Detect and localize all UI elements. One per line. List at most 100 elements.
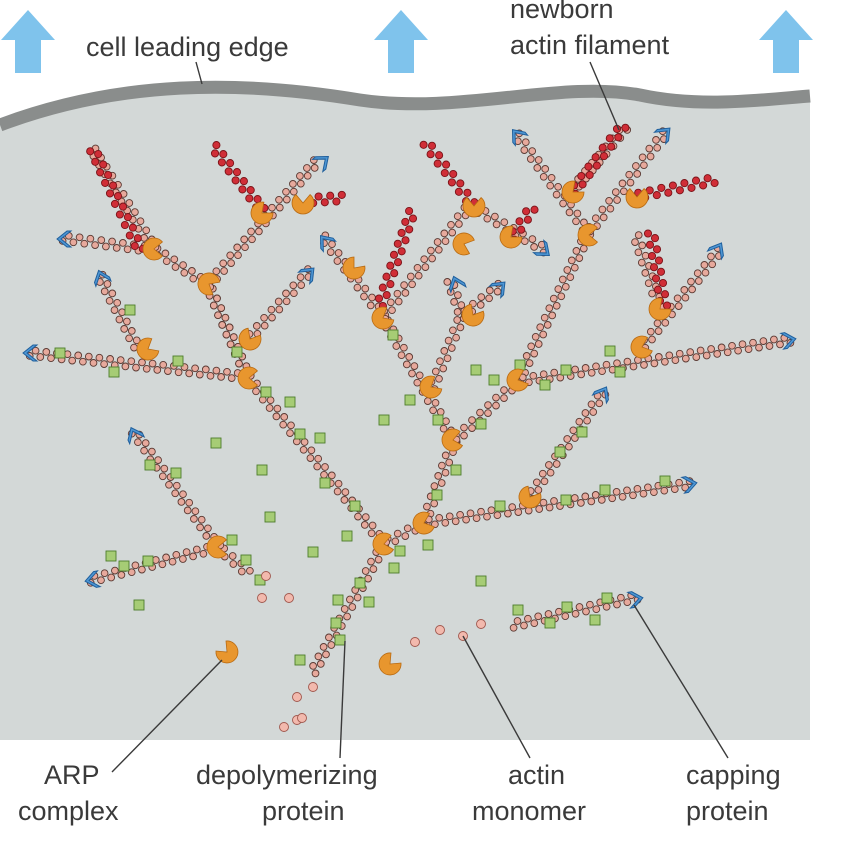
actin-subunit	[393, 239, 402, 248]
capping-protein-shape	[532, 239, 550, 257]
actin-subunit	[440, 168, 449, 178]
actin-subunit	[131, 561, 140, 570]
actin-subunit	[483, 214, 492, 223]
actin-subunit	[401, 236, 410, 245]
depolymerizing-protein	[231, 346, 243, 358]
arp-complex-icon	[238, 327, 262, 351]
depolymerizing-protein	[512, 604, 524, 616]
actin-subunit	[631, 238, 639, 246]
actin-subunit	[231, 176, 240, 185]
actin-subunit	[436, 357, 444, 366]
actin-subunit	[400, 343, 408, 352]
leader-leading-edge	[195, 61, 203, 85]
actin-subunit	[453, 212, 462, 221]
actin-monomer	[292, 692, 302, 702]
actin-subunit	[439, 364, 448, 373]
actin-subunit	[397, 228, 406, 237]
actin-subunit	[707, 345, 715, 353]
actin-subunit	[142, 364, 151, 373]
actin-subunit	[392, 342, 401, 350]
actin-subunit	[534, 156, 543, 164]
arp-complex-icon	[342, 256, 366, 280]
actin-subunit	[232, 168, 242, 177]
actin-subunit	[675, 349, 684, 358]
actin-subunit	[217, 373, 225, 381]
actin-subunit	[545, 503, 554, 512]
actin-subunit	[545, 461, 553, 469]
arp-complex-icon	[630, 335, 653, 359]
actin-subunit	[623, 598, 632, 607]
actin-subunit	[660, 486, 669, 495]
actin-subunit	[617, 593, 625, 602]
depolymerizing-protein	[576, 426, 588, 438]
actin-subunit	[138, 565, 146, 574]
actin-subunit	[540, 313, 549, 322]
actin-subunit	[226, 159, 235, 168]
capping-protein-shape	[84, 570, 102, 588]
depolymerizing-protein	[170, 467, 182, 479]
actin-subunit	[95, 353, 104, 362]
actin-subunit	[534, 486, 543, 494]
actin-subunit	[300, 438, 309, 446]
actin-subunit	[664, 188, 673, 197]
actin-subunit	[483, 512, 491, 521]
actin-subunit	[696, 346, 705, 355]
actin-subunit	[368, 521, 377, 530]
actin-subunit	[374, 294, 384, 303]
depolymerizing-protein	[142, 555, 154, 567]
actin-subunit	[436, 408, 445, 416]
depolymerizing-protein	[601, 592, 613, 604]
actin-subunit	[644, 483, 652, 492]
actin-subunit	[405, 206, 414, 216]
actin-subunit	[148, 447, 156, 456]
depolymerizing-protein	[108, 366, 120, 378]
actin-subunit	[681, 293, 690, 302]
actin-subunit	[227, 374, 236, 382]
capping-protein-shape	[591, 386, 609, 405]
actin-subunit	[413, 378, 422, 387]
actin-subunit	[703, 174, 712, 183]
actin-subunit	[267, 305, 276, 314]
actin-subunit	[311, 669, 320, 678]
newborn-actin-filament	[419, 140, 479, 207]
actin-subunit	[228, 552, 237, 560]
cell-interior	[0, 87, 810, 740]
actin-subunit	[561, 612, 570, 621]
actin-subunit	[105, 189, 115, 198]
actin-subunit	[428, 254, 436, 263]
actin-subunit	[634, 248, 643, 257]
actin-subunit	[544, 610, 553, 618]
actin-subunit	[529, 371, 538, 380]
depolymerizing-protein	[488, 374, 500, 386]
actin-subunit	[185, 369, 194, 378]
actin-subunit	[297, 281, 306, 289]
actin-subunit	[172, 550, 181, 559]
arp-complex-icon	[136, 337, 160, 361]
capping-protein-icon	[311, 155, 329, 173]
actin-subunit	[492, 401, 500, 410]
actin-subunit	[334, 479, 343, 488]
actin-subunit	[68, 356, 77, 365]
actin-subunit	[454, 291, 462, 299]
depolymerizing-protein	[319, 477, 331, 489]
capping-protein-icon	[488, 281, 506, 299]
actin-subunit	[692, 353, 701, 361]
depolymerizing-protein	[118, 560, 130, 572]
actin-subunit	[484, 401, 492, 409]
actin-subunit	[456, 510, 464, 519]
actin-subunit	[322, 650, 330, 659]
actin-subunit	[770, 335, 778, 344]
actin-subunit	[618, 179, 627, 188]
arp-complex-icon	[237, 366, 258, 390]
actin-subunit	[572, 217, 580, 226]
actin-subunit	[303, 164, 311, 172]
actin-subunit	[567, 256, 576, 265]
actin-subunit	[273, 404, 282, 413]
actin-subunit	[652, 245, 662, 254]
actin-subunit	[226, 251, 235, 260]
actin-subunit	[653, 285, 663, 294]
actin-monomer	[308, 682, 318, 692]
actin-subunit	[321, 463, 329, 471]
actin-subunit	[123, 245, 132, 254]
actin-subunit	[405, 225, 414, 234]
